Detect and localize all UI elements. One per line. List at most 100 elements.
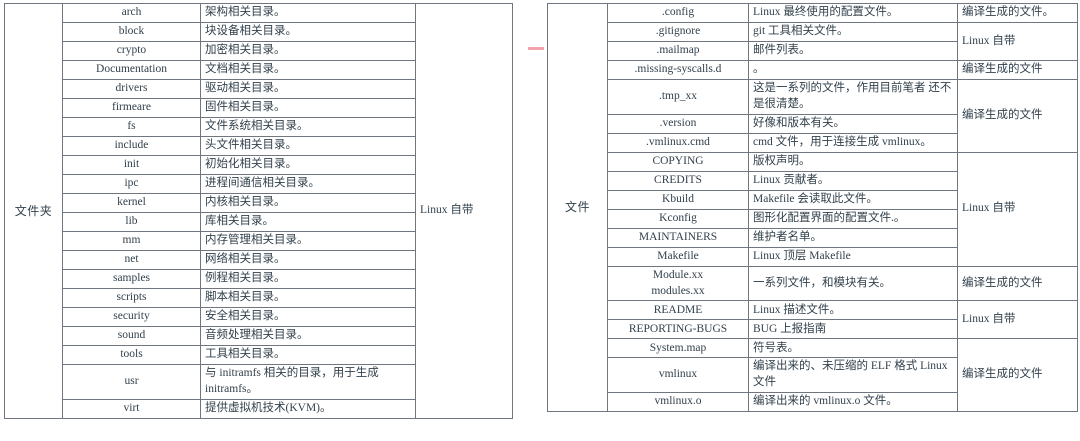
table-row: usr 与 initramfs 相关的目录，用于生成 initramfs。	[5, 364, 513, 400]
folder-name: firmeare	[62, 98, 201, 118]
file-desc: Linux 最终使用的配置文件。	[748, 3, 958, 23]
file-name: .tmp_xx	[607, 79, 749, 115]
folder-desc: 文档相关目录。	[200, 60, 416, 80]
table-row: security 安全相关目录。	[5, 307, 513, 327]
folder-name: crypto	[62, 41, 201, 61]
folder-desc: 块设备相关目录。	[200, 22, 416, 42]
folder-name: tools	[62, 345, 201, 365]
table-row: Kbuild Makefile 会读取此文件。	[548, 189, 1078, 210]
file-desc: 编译出来的、未压缩的 ELF 格式 Linux 文件	[748, 357, 958, 394]
folder-desc: 架构相关目录。	[200, 3, 416, 23]
folder-name: drivers	[62, 79, 201, 99]
table-row: Makefile Linux 顶层 Makefile	[548, 246, 1078, 267]
folder-name: samples	[62, 269, 201, 289]
folder-name: sound	[62, 326, 201, 346]
file-name: COPYING	[607, 151, 749, 172]
file-desc: 这是一系列的文件，作用目前笔者 还不是很清楚。	[748, 79, 958, 115]
table-row: sound 音频处理相关目录。	[5, 326, 513, 346]
file-name: .config	[607, 3, 749, 23]
folder-desc-line1: 与 initramfs 相关的目录，用于生成	[205, 367, 379, 379]
table-row: COPYING 版权声明。 Linux 自带	[548, 151, 1078, 267]
file-origin-tag: Linux 自带	[957, 151, 1078, 267]
table-row: .version 好像和版本有关。	[548, 113, 1078, 134]
folder-desc: 安全相关目录。	[200, 307, 416, 327]
file-origin-tag: Linux 自带	[957, 22, 1078, 61]
folder-desc: 网络相关目录。	[200, 250, 416, 270]
table-row: samples 例程相关目录。	[5, 269, 513, 289]
folder-desc: 初始化相关目录。	[200, 155, 416, 175]
file-desc: Linux 描述文件。	[748, 300, 958, 321]
file-desc-line1: 编译出来的、未压缩的 ELF 格式	[753, 360, 918, 373]
file-name: .vmlinux.cmd	[607, 132, 749, 153]
file-name: vmlinux.o	[607, 392, 749, 413]
table-row: .vmlinux.cmd cmd 文件，用于连接生成 vmlinux。	[548, 132, 1078, 153]
file-desc: 邮件列表。	[748, 41, 958, 61]
file-name: Makefile	[607, 246, 749, 267]
file-desc: 编译出来的 vmlinux.o 文件。	[748, 392, 958, 413]
file-desc-line2: 还不是很清楚。	[753, 82, 952, 110]
table-row: fs 文件系统相关目录。	[5, 117, 513, 137]
file-desc-line1: 这是一系列的文件，作用目前笔者	[753, 82, 926, 94]
table-row: tools 工具相关目录。	[5, 345, 513, 365]
folder-desc: 内存管理相关目录。	[200, 231, 416, 251]
folder-desc: 提供虚拟机技术(KVM)。	[200, 398, 416, 419]
table-row: ipc 进程间通信相关目录。	[5, 174, 513, 194]
folder-name: virt	[62, 398, 201, 419]
folders-table-container: 文件夹 arch 架构相关目录。 Linux 自带 block 块设备相关目录。…	[4, 3, 513, 419]
file-origin-tag: 编译生成的文件。	[957, 3, 1078, 23]
table-row: vmlinux 编译出来的、未压缩的 ELF 格式 Linux 文件	[548, 357, 1078, 394]
folder-desc: 音频处理相关目录。	[200, 326, 416, 346]
file-desc: 。	[748, 60, 958, 80]
file-name: vmlinux	[607, 357, 749, 394]
folder-desc: 库相关目录。	[200, 212, 416, 232]
file-name: README	[607, 300, 749, 321]
file-origin-tag: Linux 自带	[957, 300, 1078, 340]
folder-name: block	[62, 22, 201, 42]
folder-name: init	[62, 155, 201, 175]
folder-desc-line2: initramfs。	[205, 382, 259, 395]
folder-name: include	[62, 136, 201, 156]
folder-name: scripts	[62, 288, 201, 308]
folder-name: security	[62, 307, 201, 327]
table-row: System.map 符号表。 编译生成的文件	[548, 338, 1078, 413]
file-desc: Linux 顶层 Makefile	[748, 246, 958, 267]
file-desc-line2: Linux 文件	[753, 360, 948, 389]
folder-name: Documentation	[62, 60, 201, 80]
file-desc: git 工具相关文件。	[748, 22, 958, 42]
file-name: .gitignore	[607, 22, 749, 42]
file-origin-tag: 编译生成的文件	[957, 265, 1078, 302]
table-row: .tmp_xx 这是一系列的文件，作用目前笔者 还不是很清楚。 编译生成的文件	[548, 79, 1078, 153]
file-name-line1: Module.xx	[652, 268, 704, 281]
file-name: Kconfig	[607, 208, 749, 229]
files-group-label: 文件	[547, 2, 608, 413]
table-row: scripts 脚本相关目录。	[5, 288, 513, 308]
table-row: 文件 .config Linux 最终使用的配置文件。 编译生成的文件。	[547, 2, 1078, 413]
folder-desc: 驱动相关目录。	[200, 79, 416, 99]
folder-desc: 内核相关目录。	[200, 193, 416, 213]
folder-name: ipc	[62, 174, 201, 194]
table-row: mm 内存管理相关目录。	[5, 231, 513, 251]
folder-desc: 头文件相关目录。	[200, 136, 416, 156]
folder-name: fs	[62, 117, 201, 137]
file-name-line2: modules.xx	[651, 284, 705, 297]
table-row: net 网络相关目录。	[5, 250, 513, 270]
table-row: Kconfig 图形化配置界面的配置文件.。	[548, 208, 1078, 229]
folders-origin-tag: Linux 自带	[415, 3, 513, 419]
file-name: Module.xx modules.xx	[607, 265, 749, 302]
file-name: .missing-syscalls.d	[607, 60, 749, 80]
file-desc: BUG 上报指南	[748, 319, 958, 340]
table-row: 文件夹 arch 架构相关目录。 Linux 自带	[4, 3, 513, 419]
folder-desc: 例程相关目录。	[200, 269, 416, 289]
folders-table: 文件夹 arch 架构相关目录。 Linux 自带 block 块设备相关目录。…	[4, 3, 513, 419]
table-row: virt 提供虚拟机技术(KVM)。	[5, 398, 513, 419]
folder-desc: 进程间通信相关目录。	[200, 174, 416, 194]
table-row: init 初始化相关目录。	[5, 155, 513, 175]
file-origin-tag: 编译生成的文件	[957, 79, 1078, 153]
file-desc: Linux 贡献者。	[748, 170, 958, 191]
table-row: firmeare 固件相关目录。	[5, 98, 513, 118]
folder-desc: 与 initramfs 相关的目录，用于生成 initramfs。	[200, 364, 416, 400]
folder-name: lib	[62, 212, 201, 232]
folder-name: net	[62, 250, 201, 270]
folder-desc: 固件相关目录。	[200, 98, 416, 118]
